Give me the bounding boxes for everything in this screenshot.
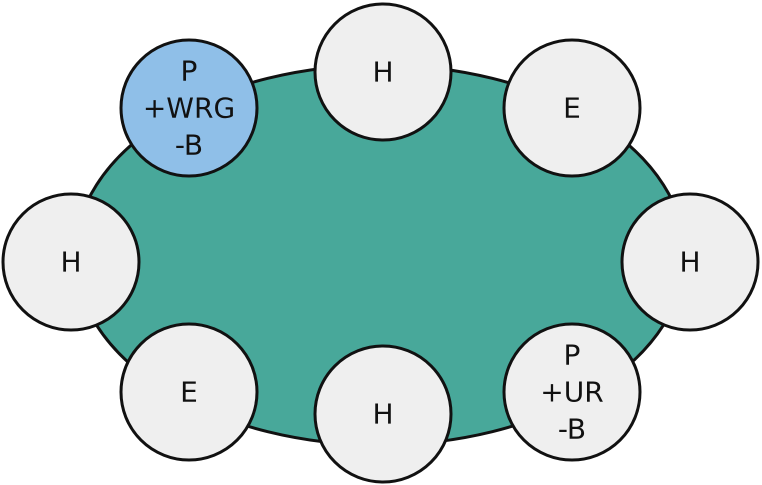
seat-label: -B bbox=[175, 129, 203, 162]
seat-circle bbox=[119, 322, 259, 462]
seat-label: H bbox=[372, 56, 393, 89]
seat-label: E bbox=[563, 92, 581, 125]
seat-circle bbox=[502, 322, 642, 462]
seat-label: P bbox=[181, 55, 198, 88]
seat-circle bbox=[119, 38, 259, 178]
seat-top-right: E bbox=[502, 38, 642, 178]
seat-label: E bbox=[180, 376, 198, 409]
seat-bottom-left: E bbox=[119, 322, 259, 462]
seat-label: H bbox=[60, 246, 81, 279]
seat-circle bbox=[313, 2, 453, 142]
seat-label: -B bbox=[558, 413, 586, 446]
seat-circle bbox=[620, 192, 760, 332]
seat-label: H bbox=[679, 246, 700, 279]
seat-bottom-center: H bbox=[313, 344, 453, 484]
seat-circle bbox=[502, 38, 642, 178]
seat-label: H bbox=[372, 398, 393, 431]
seat-circle bbox=[1, 192, 141, 332]
seat-label: +WRG bbox=[143, 92, 235, 125]
seat-right: H bbox=[620, 192, 760, 332]
seat-top-left: P +WRG -B bbox=[119, 38, 259, 178]
seat-left: H bbox=[1, 192, 141, 332]
seat-circle bbox=[313, 344, 453, 484]
seat-top-center: H bbox=[313, 2, 453, 142]
seat-label: +UR bbox=[540, 376, 603, 409]
seat-label: P bbox=[564, 339, 581, 372]
seat-bottom-right: P +UR -B bbox=[502, 322, 642, 462]
